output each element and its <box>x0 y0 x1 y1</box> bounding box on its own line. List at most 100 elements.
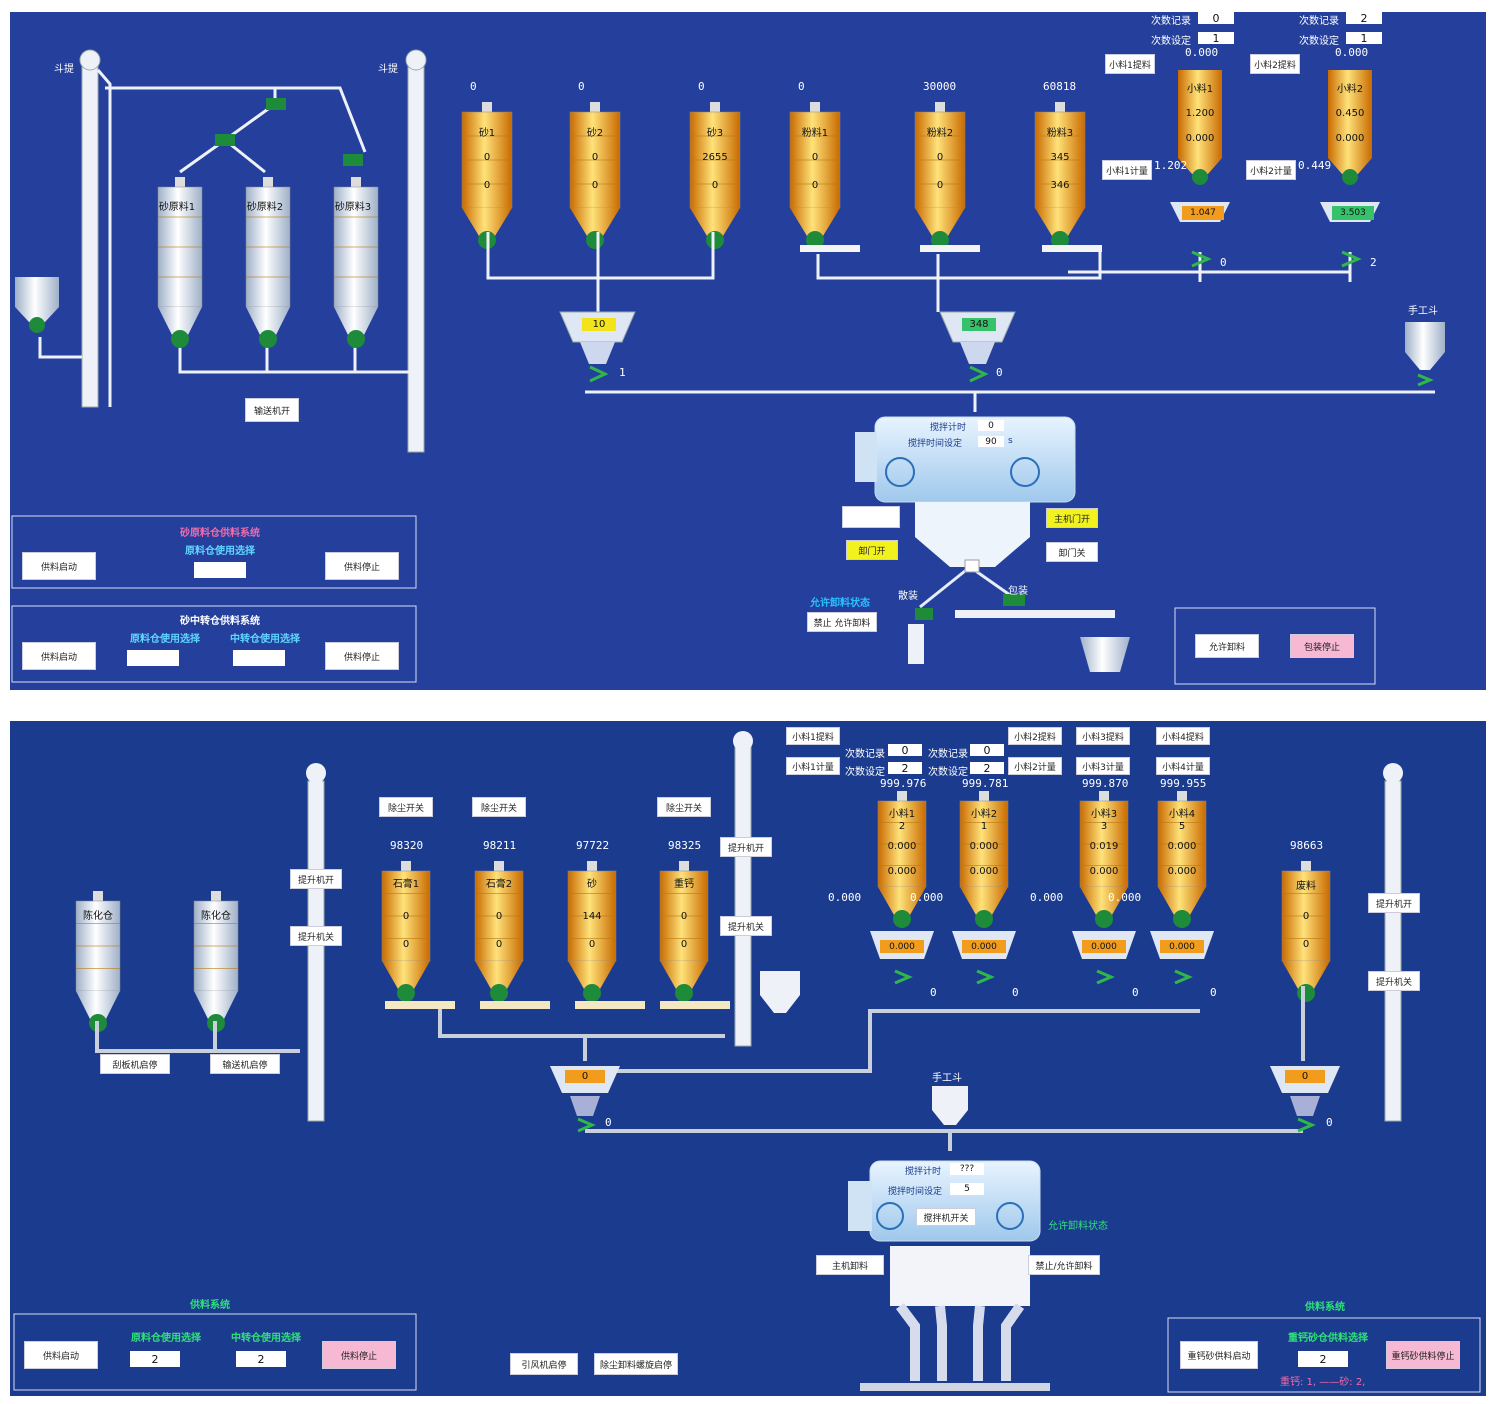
mixer-timer-label: 搅拌计时 <box>905 1167 942 1177</box>
small1-lift-button[interactable]: 小料1提料 <box>1105 54 1155 74</box>
panel3-start-button[interactable]: 允许卸料 <box>1195 634 1259 658</box>
small2-meter-button[interactable]: 小料2计量 <box>1008 757 1062 775</box>
discharge-valve[interactable] <box>1095 910 1113 928</box>
discharge-valve[interactable] <box>583 984 601 1002</box>
discharge-valve[interactable] <box>1173 910 1191 928</box>
count-set-field[interactable]: 2 <box>970 762 1004 775</box>
material-silo-name: 砂 <box>587 879 597 890</box>
heavy-calcium-start-button[interactable]: 重钙砂供料启动 <box>1180 1341 1258 1369</box>
discharge-valve[interactable] <box>806 231 824 249</box>
heavy-calcium-stop-button[interactable]: 重钙砂供料停止 <box>1386 1341 1460 1369</box>
fan-toggle-button[interactable]: 引风机启停 <box>510 1353 578 1375</box>
small-bin-name: 小料3 <box>1090 809 1118 820</box>
discharge-door-open-button[interactable]: 卸门开 <box>846 540 898 560</box>
pipes-bottom <box>95 986 1305 1151</box>
material-silo-value: 0 <box>680 939 688 950</box>
count-record-field[interactable]: 0 <box>1198 12 1234 25</box>
conveyor-toggle-button[interactable]: 输送机启停 <box>210 1054 280 1074</box>
discharge-door-close-button[interactable]: 卸门关 <box>1046 542 1098 562</box>
heavy-calcium-route-field[interactable]: 2 <box>1298 1351 1348 1367</box>
panel1-stop-button[interactable]: 供料停止 <box>325 552 399 580</box>
route2-field[interactable]: 2 <box>236 1351 286 1367</box>
dust-switch-button[interactable]: 除尘开关 <box>657 797 711 817</box>
material-silo-value: 0 <box>680 911 688 922</box>
mixer-side-button[interactable] <box>842 506 900 528</box>
discharge-state-field[interactable]: 禁止 允许卸料 <box>807 612 877 632</box>
count-record-field[interactable]: 0 <box>970 744 1004 757</box>
small-bin-value: 0.000 <box>887 841 917 852</box>
panel2-route2-field[interactable] <box>233 650 285 666</box>
raw-silo-value: 0 <box>936 180 944 191</box>
main-door-open-button[interactable]: 主机门开 <box>1046 508 1098 528</box>
panel2-start-button[interactable]: 供料启动 <box>22 642 96 670</box>
valve[interactable] <box>215 134 235 146</box>
small1-meter-button[interactable]: 小料1计量 <box>786 757 840 775</box>
allow-discharge-button[interactable]: 禁止/允许卸料 <box>1028 1255 1100 1275</box>
route1-field[interactable]: 2 <box>130 1351 180 1367</box>
panel1-route-field[interactable] <box>194 562 246 578</box>
discharge-valve[interactable] <box>675 984 693 1002</box>
dust-screw-toggle-button[interactable]: 除尘卸料螺旋启停 <box>594 1353 678 1375</box>
count-set-field[interactable]: 2 <box>888 762 922 775</box>
discharge-valve[interactable] <box>931 231 949 249</box>
small1-lift-button[interactable]: 小料1提料 <box>786 727 840 745</box>
small-bin-below-value: 0 <box>1210 986 1217 999</box>
count-set-label: 次数设定 <box>845 767 885 778</box>
panel2-route1-field[interactable] <box>127 650 179 666</box>
valve[interactable] <box>266 98 286 110</box>
count-record-field[interactable]: 0 <box>888 744 922 757</box>
small-bin-value: 0.000 <box>1185 133 1215 144</box>
small3-lift-button[interactable]: 小料3提料 <box>1076 727 1130 745</box>
panel2-stop-button[interactable]: 供料停止 <box>325 642 399 670</box>
small1-meter-button[interactable]: 小料1计量 <box>1102 160 1152 180</box>
elevator-label: 斗提 <box>378 64 398 75</box>
panel3-stop-button[interactable]: 包装停止 <box>1290 634 1354 658</box>
mixer-set-field[interactable]: 5 <box>950 1183 984 1195</box>
elevator-close-button[interactable]: 提升机关 <box>720 916 772 936</box>
valve[interactable] <box>343 154 363 166</box>
supply-start-button[interactable]: 供料启动 <box>24 1341 98 1369</box>
elevator-open-button[interactable]: 提升机开 <box>1368 893 1420 913</box>
elevator-open-button[interactable]: 提升机开 <box>720 837 772 857</box>
count-set-field[interactable]: 1 <box>1346 32 1382 45</box>
small-bin-sub: 1 <box>980 821 988 832</box>
small2-lift-button[interactable]: 小料2提料 <box>1008 727 1062 745</box>
discharge-valve[interactable] <box>706 231 724 249</box>
small2-lift-button[interactable]: 小料2提料 <box>1250 54 1300 74</box>
elevator-close-button[interactable]: 提升机关 <box>1368 971 1420 991</box>
scraper-toggle-button[interactable]: 刮板机启停 <box>100 1054 170 1074</box>
discharge-valve[interactable] <box>490 984 508 1002</box>
conveyor-start-button[interactable]: 输送机开 <box>245 398 299 422</box>
discharge-valve[interactable] <box>171 330 189 348</box>
discharge-valve[interactable] <box>975 910 993 928</box>
raw-silo-value: 0 <box>483 180 491 191</box>
discharge-valve[interactable] <box>397 984 415 1002</box>
panel1-border <box>11 515 417 589</box>
main-discharge-button[interactable]: 主机卸料 <box>816 1255 884 1275</box>
count-set-field[interactable]: 1 <box>1198 32 1234 45</box>
waste-silo-name: 废料 <box>1296 881 1316 892</box>
panel2-route1-label: 原料仓使用选择 <box>130 634 200 645</box>
small2-meter-button[interactable]: 小料2计量 <box>1246 160 1296 180</box>
panel1-start-button[interactable]: 供料启动 <box>22 552 96 580</box>
dust-switch-button[interactable]: 除尘开关 <box>379 797 433 817</box>
elevator-open-button[interactable]: 提升机开 <box>290 869 342 889</box>
mixer-toggle-button[interactable]: 搅拌机开关 <box>916 1208 976 1226</box>
discharge-valve[interactable] <box>1051 231 1069 249</box>
discharge-valve[interactable] <box>347 330 365 348</box>
supply-stop-button[interactable]: 供料停止 <box>322 1341 396 1369</box>
discharge-valve[interactable] <box>893 910 911 928</box>
discharge-valve[interactable] <box>586 231 604 249</box>
mixer-set-field[interactable]: 90 <box>978 436 1004 447</box>
small3-meter-button[interactable]: 小料3计量 <box>1076 757 1130 775</box>
small-bin-side-value: 0.000 <box>910 891 944 904</box>
discharge-valve[interactable] <box>259 330 277 348</box>
elevator-close-button[interactable]: 提升机关 <box>290 926 342 946</box>
discharge-valve[interactable] <box>1297 984 1315 1002</box>
count-record-field[interactable]: 2 <box>1346 12 1382 25</box>
small4-lift-button[interactable]: 小料4提料 <box>1156 727 1210 745</box>
scale2-display: 348 <box>962 318 996 331</box>
dust-switch-button[interactable]: 除尘开关 <box>472 797 526 817</box>
small4-meter-button[interactable]: 小料4计量 <box>1156 757 1210 775</box>
